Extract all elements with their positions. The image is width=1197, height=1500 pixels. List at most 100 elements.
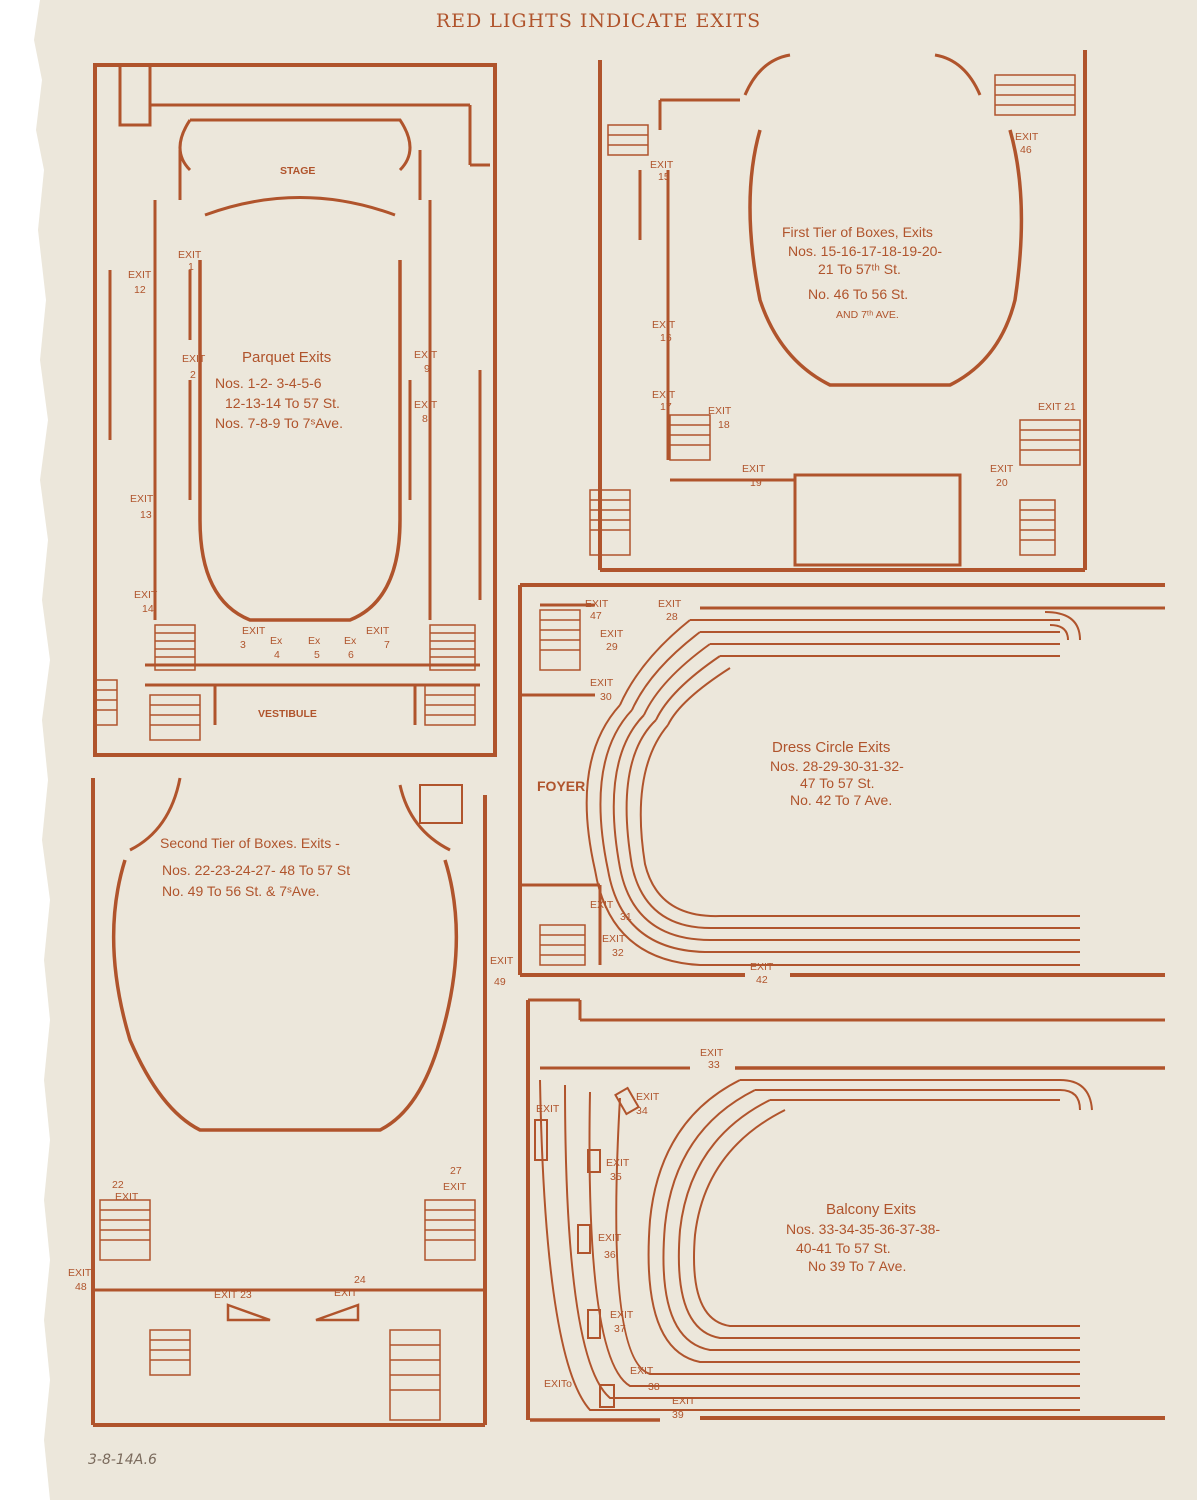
- dress-exit-31: EXIT: [590, 899, 614, 911]
- balcony-exit-35: EXIT: [606, 1157, 630, 1169]
- second-tier-plan: [91, 777, 487, 1427]
- dress-exit-32-num: 32: [612, 947, 624, 959]
- vestibule-label: VESTIBULE: [258, 708, 317, 720]
- parquet-exit-2-num: 2: [190, 369, 196, 381]
- first-tier-exit-46-num: 46: [1020, 144, 1032, 156]
- second-tier-caption-3: No. 49 To 56 St. & 7ˢAve.: [162, 883, 320, 899]
- parquet-exit-9: EXIT: [414, 349, 438, 361]
- dress-exit-42: EXIT: [750, 961, 774, 973]
- parquet-caption-line-2: 12-13-14 To 57 St.: [225, 395, 340, 411]
- balcony-caption-3: 40-41 To 57 St.: [796, 1240, 891, 1256]
- parquet-exit-1: EXIT: [178, 249, 202, 261]
- balcony-exit-33-num: 33: [708, 1059, 720, 1071]
- balcony-exit-34: EXIT: [636, 1091, 660, 1103]
- balcony-exit-37-num: 37: [614, 1323, 626, 1335]
- parquet-exit-5: Ex: [308, 635, 321, 647]
- parquet-plan: [93, 63, 497, 757]
- first-tier-exit-15-num: 15: [658, 171, 670, 183]
- balcony-plan: [526, 998, 1165, 1422]
- dress-exit-28-num: 28: [666, 611, 678, 623]
- second-exit-23: EXIT 23: [214, 1289, 252, 1301]
- second-exit-48: EXIT: [68, 1267, 92, 1279]
- second-exit-49: EXIT: [490, 955, 514, 967]
- second-exit-48-num: 48: [75, 1281, 87, 1293]
- first-tier-exit-20-num: 20: [996, 477, 1008, 489]
- balcony-exit-36-num: 36: [604, 1249, 616, 1261]
- parquet-exit-13-num: 13: [140, 509, 152, 521]
- balcony-caption-1: Balcony Exits: [826, 1201, 916, 1218]
- balcony-exit-39-num: 39: [672, 1409, 684, 1421]
- second-exit-24: EXIT: [334, 1287, 358, 1299]
- parquet-exit-9-num: 9: [424, 363, 430, 375]
- dress-circle-caption-1: Dress Circle Exits: [772, 739, 890, 756]
- balcony-exit-35-num: 35: [610, 1171, 622, 1183]
- first-tier-caption-1: First Tier of Boxes, Exits: [782, 224, 933, 240]
- parquet-exit-4: Ex: [270, 635, 283, 647]
- dress-circle-caption-4: No. 42 To 7 Ave.: [790, 792, 892, 808]
- second-exit-24-num: 24: [354, 1274, 366, 1286]
- parquet-exit-12: EXIT: [128, 269, 152, 281]
- foyer-label: FOYER: [537, 778, 585, 794]
- parquet-caption-line-1: Nos. 1-2- 3-4-5-6: [215, 375, 322, 391]
- parquet-exit-6: Ex: [344, 635, 357, 647]
- parquet-caption-line-3: Nos. 7-8-9 To 7ˢAve.: [215, 415, 343, 431]
- first-tier-exit-20: EXIT: [990, 463, 1014, 475]
- first-tier-caption-2: Nos. 15-16-17-18-19-20-: [788, 243, 942, 259]
- dress-exit-31-num: 31: [620, 911, 632, 923]
- dress-circle-plan: [518, 583, 1165, 977]
- balcony-exit-39: EXIT: [672, 1395, 696, 1407]
- first-tier-plan: [589, 50, 1087, 572]
- parquet-exit-4-num: 4: [274, 649, 280, 661]
- dress-exit-29-num: 29: [606, 641, 618, 653]
- stage-label: STAGE: [280, 165, 315, 177]
- dress-exit-47-num: 47: [590, 610, 602, 622]
- parquet-exit-14-num: 14: [142, 603, 154, 615]
- balcony-exit-38: EXIT: [630, 1365, 654, 1377]
- first-tier-exit-19-num: 19: [750, 477, 762, 489]
- parquet-exit-7: EXIT: [366, 625, 390, 637]
- parquet-exit-7-num: 7: [384, 639, 390, 651]
- balcony-caption-4: No 39 To 7 Ave.: [808, 1258, 906, 1274]
- dress-exit-42-num: 42: [756, 974, 768, 986]
- archive-pencil-note: 3-8-14A.6: [88, 1452, 157, 1468]
- second-exit-27-num: 27: [450, 1165, 462, 1177]
- parquet-exit-8-num: 8: [422, 413, 428, 425]
- dress-exit-47: EXIT: [585, 598, 609, 610]
- dress-exit-32: EXIT: [602, 933, 626, 945]
- first-tier-exit-15: EXIT: [650, 159, 674, 171]
- dress-exit-30-num: 30: [600, 691, 612, 703]
- second-exit-22-num: 22: [112, 1179, 124, 1191]
- first-tier-exit-19: EXIT: [742, 463, 766, 475]
- dress-exit-28: EXIT: [658, 598, 682, 610]
- first-tier-exit-18: EXIT: [708, 405, 732, 417]
- balcony-exit-bottom-left: EXITo: [544, 1378, 572, 1390]
- balcony-exit-38-num: 38: [648, 1381, 660, 1393]
- balcony-exit-34-num: 34: [636, 1105, 648, 1117]
- balcony-exit-left: EXIT: [536, 1103, 560, 1115]
- balcony-caption-2: Nos. 33-34-35-36-37-38-: [786, 1221, 940, 1237]
- parquet-exit-13: EXIT: [130, 493, 154, 505]
- balcony-exit-37: EXIT: [610, 1309, 634, 1321]
- parquet-exit-14: EXIT: [134, 589, 158, 601]
- parquet-exit-6-num: 6: [348, 649, 354, 661]
- first-tier-exit-16: EXIT: [652, 319, 676, 331]
- page-header: RED LIGHTS INDICATE EXITS: [435, 10, 762, 32]
- parquet-exit-8: EXIT: [414, 399, 438, 411]
- first-tier-caption-5: AND 7ᵗʰ AVE.: [836, 309, 899, 321]
- parquet-exit-2: EXIT: [182, 353, 206, 365]
- second-exit-27: EXIT: [443, 1181, 467, 1193]
- dress-exit-29: EXIT: [600, 628, 624, 640]
- first-tier-caption-4: No. 46 To 56 St.: [808, 286, 908, 302]
- first-tier-exit-18-num: 18: [718, 419, 730, 431]
- second-tier-caption-1: Second Tier of Boxes. Exits -: [160, 835, 340, 851]
- parquet-exit-5-num: 5: [314, 649, 320, 661]
- first-tier-exit-46: EXIT: [1015, 131, 1039, 143]
- first-tier-exit-17: EXIT: [652, 389, 676, 401]
- second-exit-49-num: 49: [494, 976, 506, 988]
- dress-circle-caption-3: 47 To 57 St.: [800, 775, 874, 791]
- first-tier-caption-3: 21 To 57ᵗʰ St.: [818, 261, 901, 277]
- dress-circle-caption-2: Nos. 28-29-30-31-32-: [770, 758, 904, 774]
